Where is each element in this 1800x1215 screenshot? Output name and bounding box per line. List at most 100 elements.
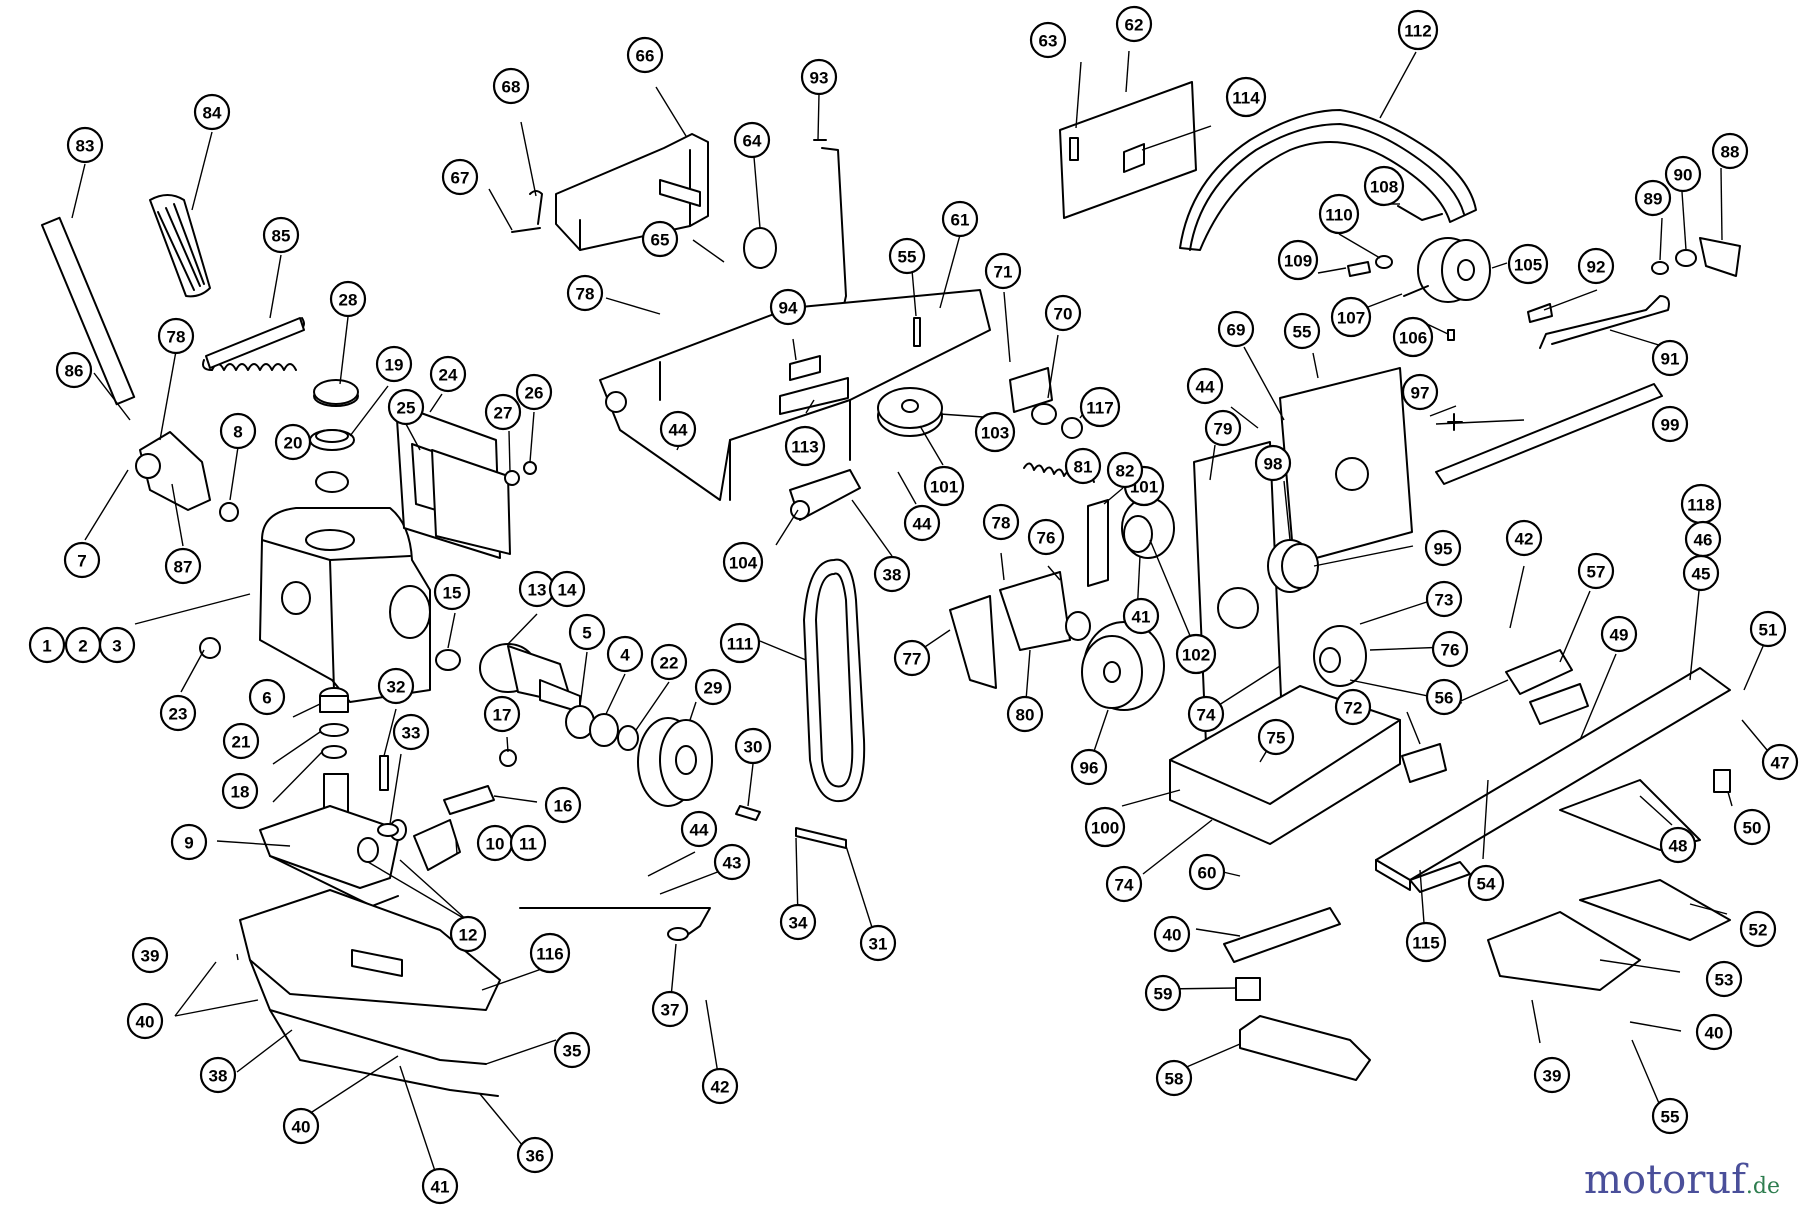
callout-44: 44 [903,504,941,542]
callout-circle [1144,974,1182,1012]
callout-number: 51 [1759,621,1778,640]
callout-circle [1425,580,1463,618]
callout-38: 38 [199,1056,237,1094]
callout-circle [1006,695,1044,733]
callout-circle [492,67,530,105]
callout-circle [483,695,521,733]
callout-39: 39 [131,936,169,974]
callout-number: 97 [1411,384,1430,403]
callout-number: 59 [1154,985,1173,1004]
callout-circle [1705,960,1743,998]
callout-number: 103 [981,424,1009,443]
callout-7: 7 [63,541,101,579]
callout-109: 109 [1277,239,1319,281]
callout-77: 77 [893,639,931,677]
callout-number: 40 [292,1118,311,1137]
callout-number: 118 [1687,496,1714,515]
callout-circle [1318,193,1360,235]
callout-13: 13 [518,570,556,608]
callout-76: 76 [1431,630,1469,668]
callout-circle [1505,519,1543,557]
callout-circle [941,200,979,238]
callout-number: 33 [402,724,421,743]
callout-number: 81 [1074,458,1093,477]
callout-74: 74 [1105,865,1143,903]
callout-number: 40 [1705,1024,1724,1043]
callout-87: 87 [164,547,202,585]
callout-circle [694,668,732,706]
callout-8: 8 [219,412,257,450]
callout-6: 6 [248,678,286,716]
callout-circle [1651,405,1689,443]
part-drawings [40,81,1741,1097]
callout-105: 105 [1507,243,1549,285]
callout-32: 32 [377,667,415,705]
callout-15: 15 [433,573,471,611]
callout-circle [1761,743,1799,781]
callout-50: 50 [1733,808,1771,846]
callout-circle [387,388,425,426]
callout-circle [1739,910,1777,948]
callout-number: 2 [78,637,87,656]
callout-number: 109 [1284,252,1312,271]
callout-number: 3 [112,637,121,656]
callout-20: 20 [274,423,312,461]
callout-103: 103 [974,411,1016,453]
callout-number: 55 [1293,323,1312,342]
callout-circle [606,635,644,673]
callout-34: 34 [779,903,817,941]
callout-113: 113 [784,425,826,467]
callout-9: 9 [170,823,208,861]
callout-number: 74 [1197,706,1216,725]
callout-56: 56 [1425,678,1463,716]
callout-number: 61 [951,211,970,230]
callout-45: 45 [1682,554,1720,592]
callout-number: 76 [1441,641,1460,660]
callout-number: 67 [451,169,470,188]
callout-number: 93 [810,69,829,88]
callout-circle [1533,1056,1571,1094]
callout-2: 2 [64,626,102,664]
callout-number: 49 [1610,626,1629,645]
callout-circle [1044,294,1082,332]
callout-circle [164,547,202,585]
callout-circle [1155,1059,1193,1097]
callout-94: 94 [769,288,807,326]
callout-number: 91 [1661,350,1680,369]
callout-circle [392,713,430,751]
callout-circle [1334,688,1372,726]
callout-number: 44 [690,821,709,840]
callout-circle [1424,529,1462,567]
callout-26: 26 [515,373,553,411]
callout-number: 38 [209,1067,228,1086]
callout-number: 80 [1016,706,1035,725]
callout-circle [923,465,965,507]
callout-57: 57 [1577,552,1615,590]
callout-circle [873,555,911,593]
callout-circle [170,823,208,861]
callout-circle [1749,610,1787,648]
callout-circle [1634,179,1672,217]
callout-circle [484,393,522,431]
brand-suffix: .de [1745,1174,1780,1199]
callout-number: 78 [576,285,595,304]
callout-circle [262,216,300,254]
callout-number: 43 [723,854,742,873]
callout-circle [1188,853,1226,891]
callout-circle [626,36,664,74]
callout-circle [98,626,136,664]
callout-circle [193,93,231,131]
callout-number: 28 [339,291,358,310]
callout-circle [903,504,941,542]
callout-circle [1577,247,1615,285]
callout-47: 47 [1761,743,1799,781]
callout-circle [159,694,197,732]
callout-circle [157,317,195,355]
callout-number: 98 [1264,455,1283,474]
callout-number: 86 [65,362,84,381]
callout-circle [1084,806,1126,848]
callout-circle [126,1002,164,1040]
callout-71: 71 [984,252,1022,290]
callout-circle [1106,451,1144,489]
